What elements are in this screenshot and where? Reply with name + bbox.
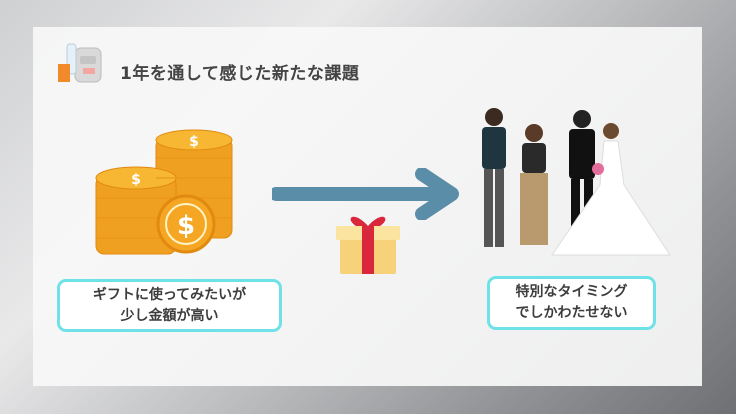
gift-box-icon [336, 216, 400, 274]
callout-line: ギフトに使ってみたいが [92, 286, 247, 303]
callout-line: 少し金額が高い [120, 307, 219, 324]
callout-line: でしかわたせない [515, 305, 628, 321]
family-and-wedding-couple-illustration [482, 108, 671, 256]
coin-stack-icon: $ $ $ [95, 129, 233, 255]
timing-issue-callout: 特別なタイミング でしかわたせない [487, 276, 656, 330]
svg-text:$: $ [131, 172, 141, 188]
page-title: 1年を通して感じた新たな課題 [120, 64, 360, 84]
svg-text:$: $ [189, 134, 199, 150]
school-supplies-icon [58, 43, 102, 83]
right-arrow-icon [272, 168, 459, 220]
cost-issue-callout: ギフトに使ってみたいが 少し金額が高い [57, 279, 282, 332]
callout-line: 特別なタイミング [515, 284, 628, 300]
svg-text:$: $ [177, 211, 195, 241]
